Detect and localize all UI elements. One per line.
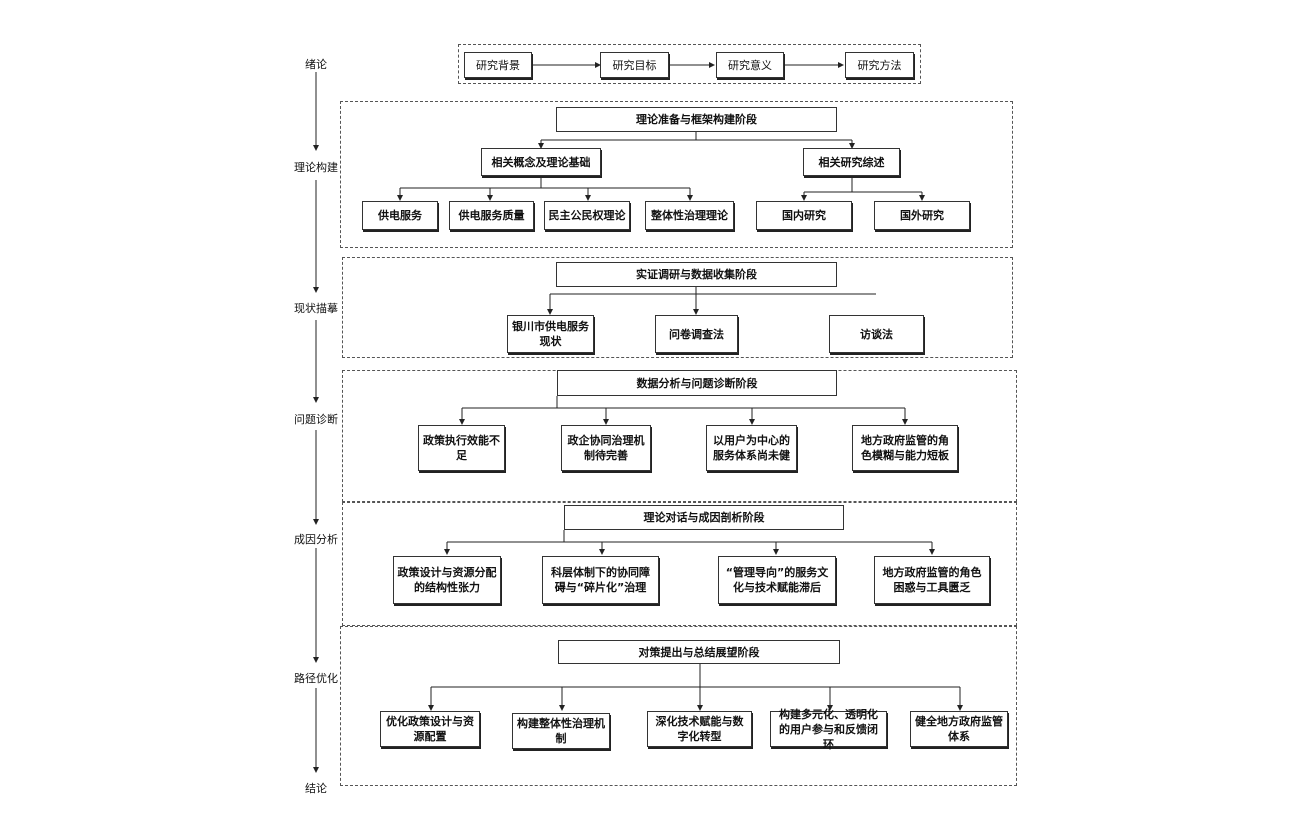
phase5-section [340,626,1017,786]
phase3-title: 数据分析与问题诊断阶段 [557,370,837,396]
intro-box-method: 研究方法 [845,52,914,78]
phase1-item: 供电服务 [362,201,438,230]
phase1-item: 整体性治理理论 [645,201,734,230]
phase1-section [340,101,1013,248]
phase3-item: 以用户为中心的服务体系尚未健 [706,425,797,471]
intro-box-significance: 研究意义 [716,52,784,78]
phase2-item: 银川市供电服务现状 [507,315,594,353]
phase2-item: 问卷调查法 [655,315,738,353]
phase5-title: 对策提出与总结展望阶段 [558,640,840,664]
phase4-title: 理论对话与成因剖析阶段 [564,505,844,530]
phase1-right-node: 相关研究综述 [803,148,900,176]
intro-box-background: 研究背景 [464,52,532,78]
stage-label-diagnosis: 问题诊断 [294,413,338,426]
phase5-item: 构建多元化、透明化的用户参与和反馈闭环 [770,708,887,751]
phase3-item: 政策执行效能不足 [418,425,505,471]
phase1-title: 理论准备与框架构建阶段 [556,107,837,132]
phase4-section [342,502,1017,626]
stage-label-cause: 成因分析 [294,533,338,546]
phase4-item: 政策设计与资源分配的结构性张力 [393,556,501,604]
intro-box-goal: 研究目标 [600,52,669,78]
phase1-item: 供电服务质量 [449,201,534,230]
phase4-item: 科层体制下的协同障碍与“碎片化”治理 [542,556,659,604]
phase1-item: 国外研究 [874,201,970,230]
phase3-item: 政企协同治理机制待完善 [561,425,651,471]
phase5-item: 构建整体性治理机制 [512,713,610,749]
stage-label-theory: 理论构建 [294,161,338,174]
phase2-section [342,257,1013,358]
phase2-item: 访谈法 [829,315,924,353]
intro-section [458,44,921,84]
phase5-item: 深化技术赋能与数字化转型 [647,711,752,747]
stage-label-status: 现状描摹 [294,302,338,315]
phase5-item: 健全地方政府监管体系 [910,711,1008,747]
phase1-left-node: 相关概念及理论基础 [481,148,601,176]
phase4-item: “管理导向”的服务文化与技术赋能滞后 [718,556,836,604]
phase2-title: 实证调研与数据收集阶段 [556,262,837,287]
phase5-item: 优化政策设计与资源配置 [380,711,480,747]
phase1-item: 国内研究 [756,201,852,230]
phase3-item: 地方政府监管的角色模糊与能力短板 [852,425,958,471]
stage-label-conclusion: 结论 [305,782,327,795]
stage-label-path: 路径优化 [294,672,338,685]
stage-label-intro: 绪论 [305,58,327,71]
phase1-item: 民主公民权理论 [544,201,630,230]
phase4-item: 地方政府监管的角色困惑与工具匮乏 [874,556,990,604]
